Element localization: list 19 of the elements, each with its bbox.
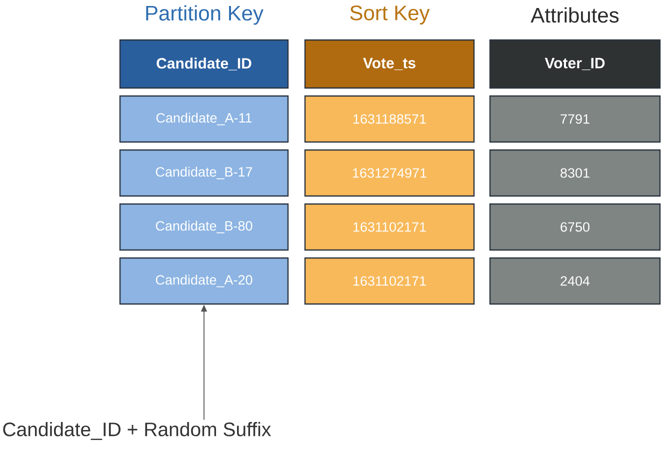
table-cell: Candidate_A-11 — [119, 95, 289, 143]
table-cell: Candidate_B-17 — [119, 149, 289, 197]
column-heading: Attributes — [530, 7, 619, 23]
table-cell: 1631274971 — [304, 149, 475, 197]
table-cell: 1631102171 — [304, 203, 475, 251]
table-cell: 7791 — [489, 95, 661, 143]
annotation-text: Candidate_ID + Random Suffix — [3, 422, 271, 440]
table-cell: 6750 — [489, 203, 661, 251]
table-cell: 1631102171 — [304, 257, 475, 305]
column-heading: Partition Key — [146, 5, 264, 25]
table-cell: 1631188571 — [304, 95, 475, 143]
table-cell: 8301 — [489, 149, 661, 197]
header-cell: Candidate_ID — [119, 39, 289, 89]
header-cell: Voter_ID — [489, 39, 661, 89]
table-cell: Candidate_B-80 — [119, 203, 289, 251]
table-cell: 2404 — [489, 257, 661, 305]
table-cell: Candidate_A-20 — [119, 257, 289, 305]
header-cell: Vote_ts — [304, 39, 475, 89]
column-heading: Sort Key — [350, 5, 430, 24]
